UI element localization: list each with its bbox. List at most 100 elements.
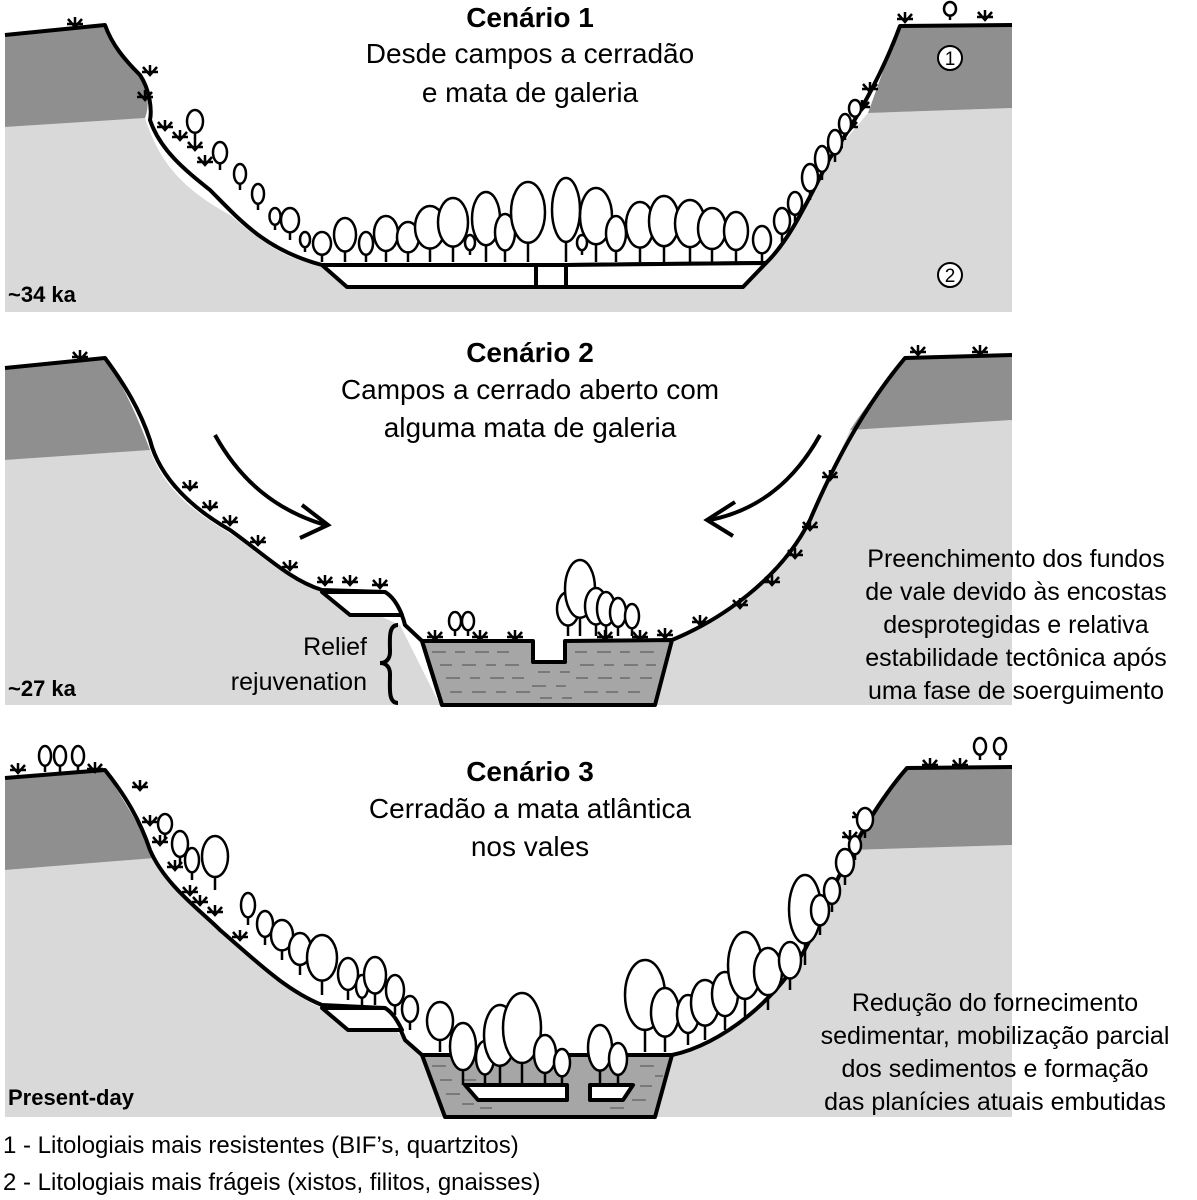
floodplain-terrace [588,1083,635,1102]
tree-icon [463,233,477,255]
panel-scenario-3: Cenário 3 Cerradão a mata atlântica nos … [4,736,1170,1119]
legend: 1 - Litologiais mais resistentes (BIF’s,… [3,1132,541,1196]
tree-icon [395,220,421,262]
scenario-3-age: Present-day [8,1085,135,1110]
legend-item-2: 2 - Litologiais mais frágeis (xistos, fi… [3,1169,541,1196]
relief-brace [379,623,399,705]
tree-icon [460,610,476,636]
scenario-2-note-line: Preenchimento dos fundos [867,545,1164,573]
tree-icon [826,128,844,162]
grass-icon [192,895,208,907]
tree-icon [436,196,470,262]
grass-icon [142,815,158,827]
tree-icon [311,230,333,262]
scenario-2-note-line: estabilidade tectônica após [865,644,1167,672]
scenario-3-subtitle-line2: nos vales [471,831,589,862]
scenario-1-subtitle-line1: Desde campos a cerradão [366,38,694,69]
grass-icon [250,535,266,547]
tree-icon [800,162,820,200]
marker-label-2: 2 [945,266,956,287]
tree-icon [448,1021,478,1085]
marker-label-1: 1 [945,49,956,70]
tree-icon [809,893,831,935]
tree-icon [37,744,53,772]
tree-icon [336,956,360,1000]
grass-icon [977,10,993,22]
dark-rock-layer [5,770,155,870]
grass-icon [72,350,88,362]
scenario-3-subtitle-line1: Cerradão a mata atlântica [369,793,692,824]
scenario-2-title: Cenário 2 [466,337,594,368]
tree-icon [200,834,230,890]
tree-icon [509,180,547,262]
tree-icon [777,940,803,990]
tree-icon [942,0,958,20]
tree-icon [400,994,420,1030]
tree-icon [232,162,248,190]
grass-icon [657,628,673,640]
vegetation [72,345,988,642]
relief-label-line1: Relief [303,633,367,661]
scenario-2-subtitle-line1: Campos a cerrado aberto com [341,374,719,405]
grass-icon [372,578,388,590]
grass-icon [87,762,103,774]
tree-icon [822,876,842,912]
scenario-2-age: ~27 ka [8,676,77,701]
grass-icon [822,470,838,482]
tree-icon [834,847,856,885]
tree-icon [847,834,863,860]
tree-icon [425,1000,455,1052]
grass-icon [802,520,818,532]
grass-icon [202,500,218,512]
grass-icon [862,82,878,94]
tree-icon [772,206,792,242]
grass-icon [172,130,188,142]
dark-rock-layer [5,25,148,127]
grass-icon [910,345,926,357]
scenario-3-note-line: sedimentar, mobilização parcial [821,1022,1170,1050]
tree-icon [786,190,804,222]
light-rock-layer [5,845,1012,1117]
grass-icon [67,17,83,29]
tree-icon [623,602,641,636]
tree-icon [813,144,831,180]
grass-icon [732,598,748,610]
grass-icon [10,763,26,775]
legend-item-1: 1 - Litologiais mais resistentes (BIF’s,… [3,1132,519,1159]
grass-icon [952,758,968,770]
marker-circle-2 [937,262,963,288]
scenario-3-note-line: das planícies atuais embutidas [824,1088,1166,1116]
tree-icon [751,224,773,262]
tree-icon [298,230,312,252]
grass-icon [282,560,298,572]
tree-icon [722,210,750,262]
grass-icon [922,758,938,770]
slope-arrow-right-head [703,500,737,538]
tree-icon [855,806,875,838]
grass-icon [342,575,358,587]
grass-icon [232,930,248,942]
scenario-3-note-line: dos sedimentos e formação [841,1055,1148,1083]
tree-icon [447,610,463,636]
tree-icon [552,1047,572,1085]
marker-circle-1 [937,45,963,71]
slope-arrow-right [709,434,822,522]
tree-icon [972,736,988,760]
tree-icon [185,108,205,140]
grass-icon [182,480,198,492]
scenario-2-subtitle-line2: alguma mata de galeria [384,412,677,443]
tree-icon [250,182,266,210]
dark-rock-layer [5,358,150,460]
scenario-1-age: ~34 ka [8,282,77,307]
scenario-2-note-line: uma fase de soerguimento [868,677,1164,705]
scenario-3-title: Cenário 3 [466,756,594,787]
tree-icon [696,206,728,262]
floodplain-terrace [463,1083,569,1102]
grass-icon [137,90,153,102]
sediment-texture [432,651,656,699]
tree-icon [362,955,388,1005]
tree-icon [608,596,628,636]
panel-scenario-1: 1 2 Cenário 1 Desde campos a cerradão e … [4,0,1013,312]
tree-icon [239,891,257,925]
grass-icon [472,630,488,642]
